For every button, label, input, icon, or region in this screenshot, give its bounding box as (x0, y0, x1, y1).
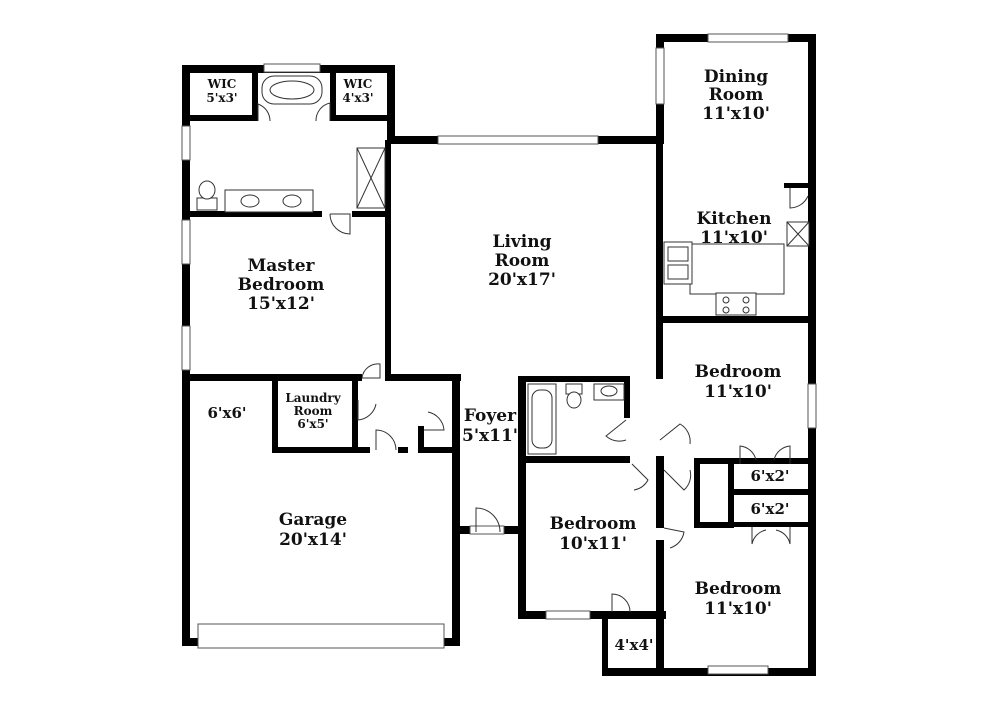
doors (257, 102, 809, 613)
wic-right-size: 4'x3' (342, 91, 373, 105)
windows (181, 33, 817, 675)
master-name-1: Master (247, 256, 315, 276)
dining-name-2: Room (709, 85, 764, 105)
dining-name-1: Dining (704, 67, 768, 87)
living-name-1: Living (493, 232, 552, 252)
storage-size: 6'x6' (207, 404, 246, 422)
foyer-size: 5'x11' (462, 426, 518, 446)
closet-a-size: 6'x2' (750, 467, 789, 485)
bedroom-ne-name: Bedroom (695, 362, 782, 382)
kitchen-name: Kitchen (697, 209, 772, 229)
laundry-name-2: Room (294, 404, 333, 418)
bedroom-mid-name: Bedroom (550, 514, 637, 534)
bedroom-ne-size: 11'x10' (704, 382, 772, 402)
dining-size: 11'x10' (702, 104, 770, 124)
bedroom-se-size: 11'x10' (704, 599, 772, 619)
wic-left-size: 5'x3' (206, 91, 237, 105)
fixtures (196, 75, 810, 455)
closet-b-size: 6'x2' (750, 500, 789, 518)
kitchen-size: 11'x10' (700, 228, 768, 248)
room-labels: WIC 5'x3' WIC 4'x3' Dining Room 11'x10' … (206, 67, 789, 654)
wic-left-name: WIC (207, 77, 237, 91)
living-size: 20'x17' (488, 270, 556, 290)
master-size: 15'x12' (247, 294, 315, 314)
garage-size: 20'x14' (279, 530, 347, 550)
laundry-name-1: Laundry (285, 391, 341, 405)
living-name-2: Room (495, 251, 550, 271)
closet-c-size: 4'x4' (614, 636, 653, 654)
master-name-2: Bedroom (238, 275, 325, 295)
foyer-name: Foyer (464, 406, 517, 426)
bedroom-se-name: Bedroom (695, 579, 782, 599)
wic-right-name: WIC (343, 77, 373, 91)
bedroom-mid-size: 10'x11' (559, 534, 627, 554)
laundry-size: 6'x5' (297, 417, 328, 431)
garage-name: Garage (279, 510, 347, 530)
